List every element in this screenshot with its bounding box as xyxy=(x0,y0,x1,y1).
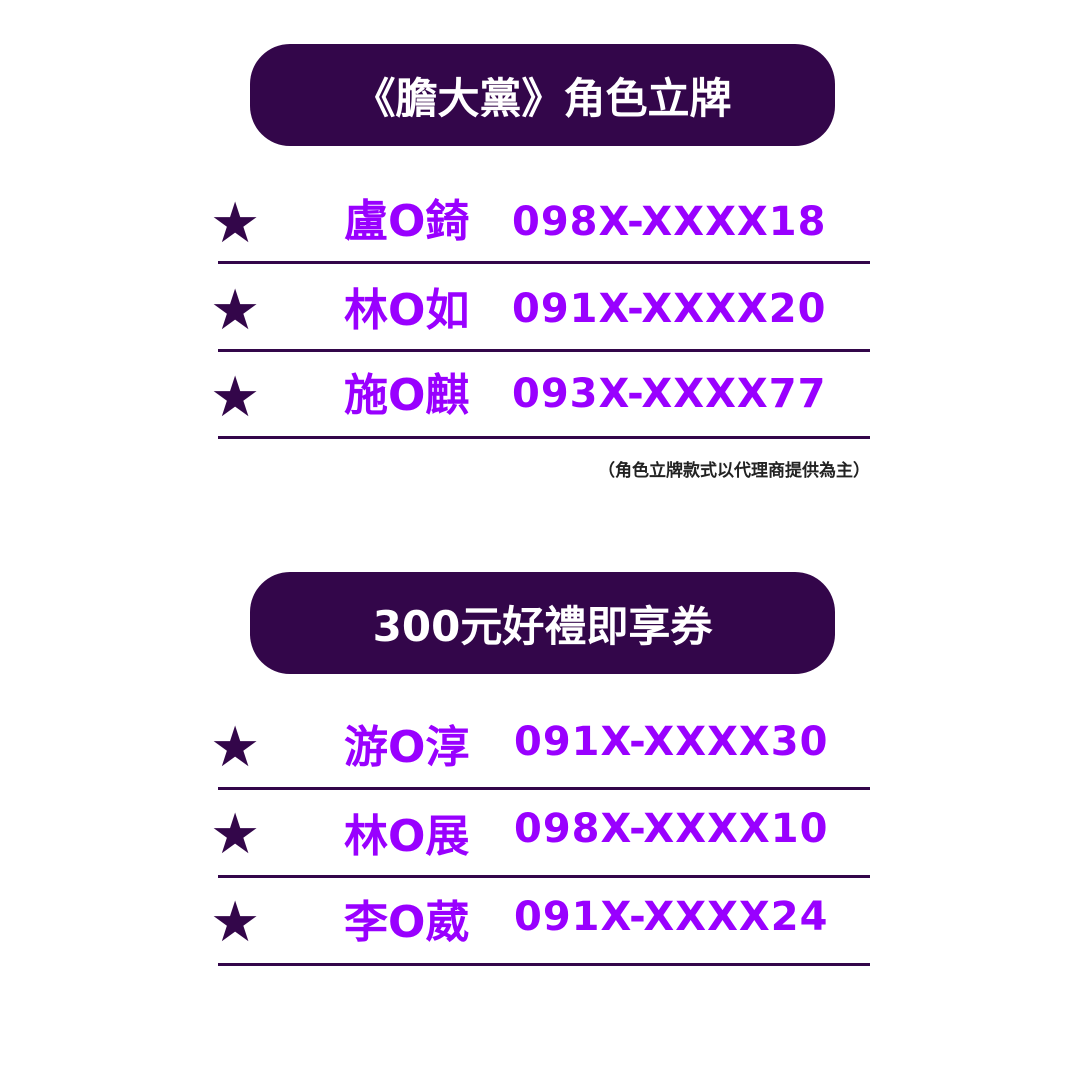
star-icon: ★ xyxy=(210,365,261,430)
winner-phone: 093X-XXXX77 xyxy=(512,371,827,417)
section-2-title: 300元好禮即享券 xyxy=(250,572,835,674)
winner-name: 林O展 xyxy=(344,811,470,862)
winner-phone: 098X-XXXX18 xyxy=(512,199,827,245)
winner-name: 盧O錡 xyxy=(344,196,470,247)
star-icon: ★ xyxy=(210,802,261,867)
winner-phone: 098X-XXXX10 xyxy=(514,806,829,852)
star-icon: ★ xyxy=(210,715,261,780)
winner-row: ★ 林O展 098X-XXXX10 xyxy=(0,807,1080,895)
winner-phone: 091X-XXXX30 xyxy=(514,719,829,765)
star-icon: ★ xyxy=(210,890,261,955)
winner-name: 施O麒 xyxy=(344,370,470,421)
winner-phone: 091X-XXXX24 xyxy=(514,894,829,940)
winner-row: ★ 游O淳 091X-XXXX30 xyxy=(0,720,1080,808)
winner-row: ★ 林O如 091X-XXXX20 xyxy=(0,283,1080,371)
footnote: （角色立牌款式以代理商提供為主） xyxy=(598,461,870,481)
winner-name: 李O葳 xyxy=(344,897,470,948)
winner-name: 游O淳 xyxy=(344,722,470,773)
winner-row: ★ 李O葳 091X-XXXX24 xyxy=(0,895,1080,983)
divider xyxy=(218,261,870,264)
divider xyxy=(218,963,870,966)
divider xyxy=(218,787,870,790)
divider xyxy=(218,349,870,352)
winner-row: ★ 盧O錡 098X-XXXX18 xyxy=(0,196,1080,284)
winner-row: ★ 施O麒 093X-XXXX77 xyxy=(0,370,1080,458)
star-icon: ★ xyxy=(210,278,261,343)
star-icon: ★ xyxy=(210,191,261,256)
divider xyxy=(218,436,870,439)
winner-phone: 091X-XXXX20 xyxy=(512,286,827,332)
winner-name: 林O如 xyxy=(344,285,470,336)
section-1-title: 《膽大黨》角色立牌 xyxy=(250,44,835,146)
divider xyxy=(218,875,870,878)
